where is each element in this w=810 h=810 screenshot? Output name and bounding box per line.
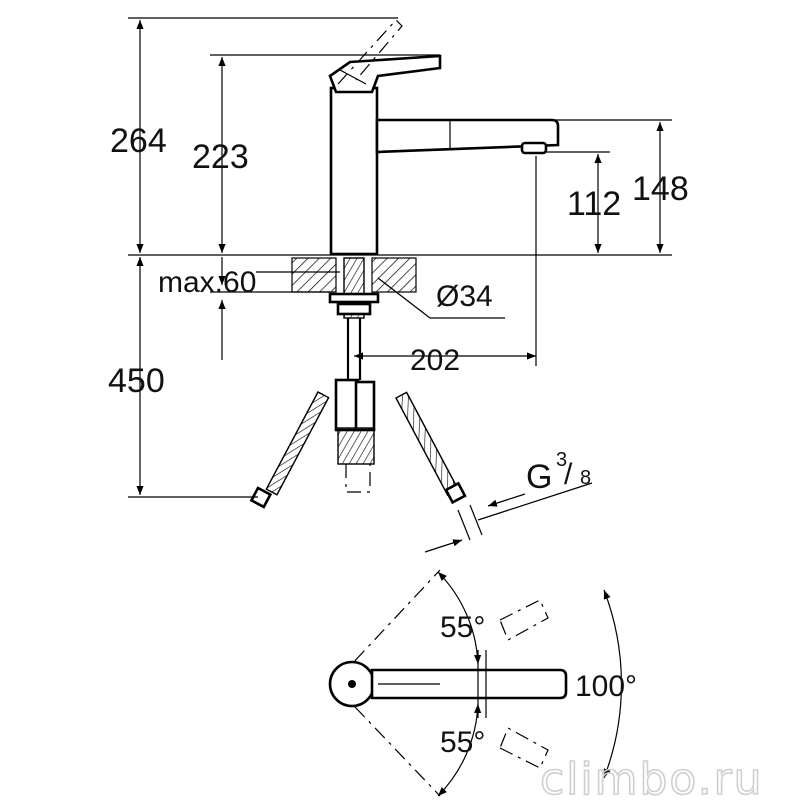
label-thread-num: 3 xyxy=(556,449,567,471)
dimension-lines xyxy=(128,20,672,553)
aerator xyxy=(520,141,548,155)
label-thread-slash: / xyxy=(564,458,573,491)
label-angle-total: 100° xyxy=(575,670,637,703)
label-hose-length: 450 xyxy=(108,362,165,400)
center-valve xyxy=(334,378,376,493)
right-braided-hose xyxy=(395,391,483,541)
label-lever-height: 223 xyxy=(192,138,249,176)
faucet-top-view xyxy=(328,569,622,797)
label-projection: 202 xyxy=(410,344,460,377)
faucet-side-view xyxy=(128,17,672,256)
watermark: climbo.ru xyxy=(540,754,764,805)
faucet-body xyxy=(329,86,379,256)
lever-phantom xyxy=(337,19,403,85)
lever-handle xyxy=(328,54,442,94)
label-thread: G xyxy=(526,458,552,496)
label-angle-bottom: 55° xyxy=(440,726,485,759)
label-max-thickness: max.60 xyxy=(158,266,256,299)
label-angle-top: 55° xyxy=(440,611,485,644)
label-thread-den: 8 xyxy=(580,467,591,489)
label-hole-diameter: Ø34 xyxy=(436,280,493,313)
label-outlet-height: 112 xyxy=(567,185,621,223)
top-view-spout xyxy=(370,668,568,700)
dimension-labels: 264 223 148 112 max.60 Ø34 202 450 G 3 /… xyxy=(108,122,689,759)
left-braided-hose xyxy=(249,391,330,509)
label-spout-height: 148 xyxy=(632,170,689,208)
label-total-height: 264 xyxy=(110,122,167,160)
countertop-section xyxy=(291,257,417,493)
